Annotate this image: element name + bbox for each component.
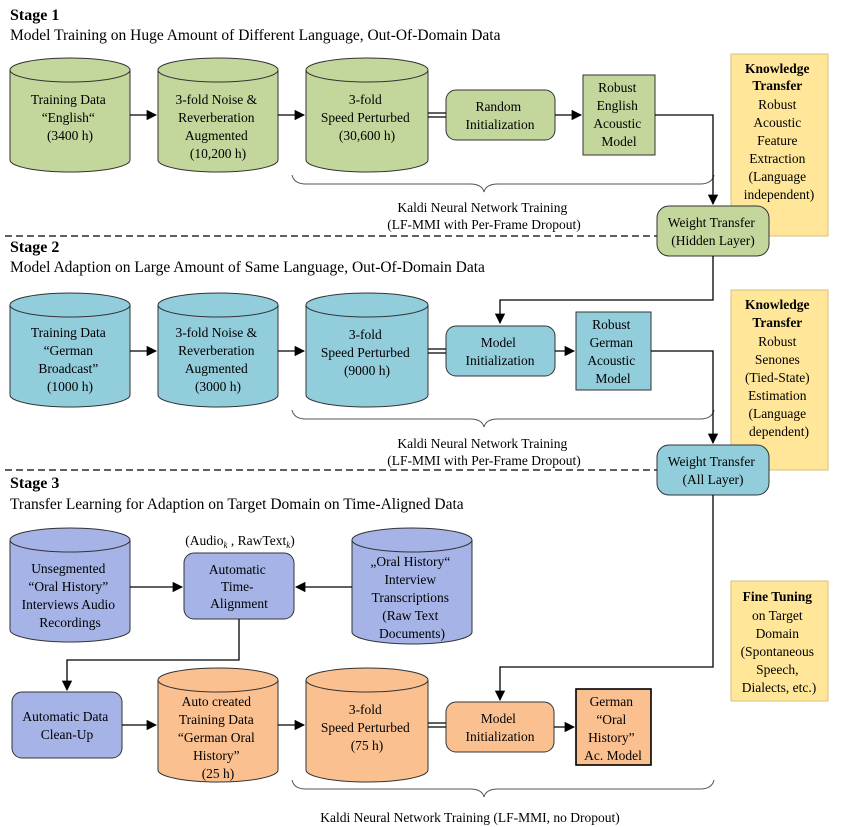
noise-augmented-cylinder-1: 3-fold Noise & Reverberation Augmented (…: [157, 57, 279, 173]
kaldi-note-3: Kaldi Neural Network Training (LF-MMI, n…: [320, 810, 620, 825]
kaldi-note-1: Kaldi Neural Network Training (LF-MMI wi…: [387, 200, 581, 232]
stage-3-subtitle: Transfer Learning for Adaption on Target…: [10, 496, 464, 513]
weight-transfer-all-box: Weight Transfer (All Layer): [656, 444, 770, 496]
alignment-input-label: (Audiok , RawTextk): [185, 533, 294, 550]
model-initialization-box-2: Model Initialization: [445, 325, 556, 377]
model-initialization-box-3: Model Initialization: [445, 701, 555, 753]
side-note-3: Fine Tuning on Target Domain (Spontaneou…: [741, 589, 818, 695]
side-note-2: Knowledge Transfer Robust Senones (Tied-…: [745, 297, 813, 439]
double-line-s1-speed-to-init: [428, 112, 446, 118]
arrow-s1-model-to-weight-transfer: [655, 114, 719, 206]
stage-1-subtitle: Model Training on Huge Amount of Differe…: [10, 27, 501, 44]
svg-text:Automatic Time- Al: Automatic Time- Alignment: [209, 562, 269, 611]
side-note-3-box: [730, 580, 829, 702]
training-data-english-cylinder: Training Data “English“ (3400 h): [9, 57, 131, 173]
robust-german-acoustic-model-box: Robust German Acoustic Model: [575, 311, 652, 391]
svg-text:„Oral History“ Interview: „Oral History“ Interview Transcriptions …: [370, 554, 453, 641]
double-line-s3-speed-to-init: [428, 722, 446, 728]
svg-text:Weight Transfer (All Lay: Weight Transfer (All Layer): [668, 454, 758, 487]
svg-text:3-fold Speed Perturbed: 3-fold Speed Perturbed (9000 h): [321, 327, 413, 378]
german-oral-history-model-box: German “Oral History” Ac. Model: [575, 688, 652, 766]
svg-text:3-fold Speed Perturbed: 3-fold Speed Perturbed (75 h): [321, 702, 413, 753]
oral-history-transcriptions-cylinder: „Oral History“ Interview Transcriptions …: [351, 527, 473, 645]
svg-text:3-fold Noise & Reverbera: 3-fold Noise & Reverberation Augmented (…: [175, 92, 260, 161]
svg-text:Model Initialization: Model Initialization: [466, 335, 535, 368]
svg-text:Automatic Data Clean-Up: Automatic Data Clean-Up: [22, 709, 111, 742]
speed-perturbed-cylinder-1: 3-fold Speed Perturbed (30,600 h): [305, 57, 429, 173]
svg-text:Model Initialization: Model Initialization: [466, 711, 535, 744]
kaldi-brace-3: [291, 779, 715, 798]
svg-text:3-fold Speed Perturbed: 3-fold Speed Perturbed (30,600 h): [321, 92, 413, 143]
kaldi-note-2: Kaldi Neural Network Training (LF-MMI wi…: [387, 436, 581, 468]
svg-text:Weight Transfer (Hidden: Weight Transfer (Hidden Layer): [668, 215, 758, 248]
arrow-wt1-to-s2-init: [494, 256, 714, 325]
svg-text:German “Oral Histo: German “Oral History” Ac. Model: [584, 694, 642, 763]
random-initialization-box: Random Initialization: [445, 89, 556, 141]
auto-created-training-data-cylinder: Auto created Training Data “German Oral …: [157, 667, 279, 783]
side-note-1: Knowledge Transfer Robust Acoustic Featu…: [744, 61, 814, 202]
svg-text:Training Data “English“: Training Data “English“ (3400 h): [31, 92, 109, 143]
svg-text:3-fold Noise & Reverbera: 3-fold Noise & Reverberation Augmented (…: [175, 325, 260, 394]
stage-2-subtitle: Model Adaption on Large Amount of Same L…: [10, 259, 485, 276]
speed-perturbed-cylinder-3: 3-fold Speed Perturbed (75 h): [305, 667, 429, 783]
arrow-s3-align-to-cleanup: [61, 619, 240, 692]
arrow-s2-model-to-weight-transfer: [651, 350, 719, 445]
svg-text:Random Initialization: Random Initialization: [466, 99, 535, 132]
automatic-time-alignment-box: Automatic Time- Alignment: [183, 552, 295, 620]
stage-3-title: Stage 3: [10, 475, 59, 492]
weight-transfer-hidden-box: Weight Transfer (Hidden Layer): [656, 205, 770, 257]
svg-text:Unsegmented “Oral Histor: Unsegmented “Oral History” Interviews Au…: [22, 561, 119, 630]
side-note-2-box: [730, 289, 829, 471]
unsegmented-recordings-cylinder: Unsegmented “Oral History” Interviews Au…: [9, 527, 131, 643]
robust-english-acoustic-model-box: Robust English Acoustic Model: [582, 74, 656, 156]
svg-text:Auto created Training Da: Auto created Training Data “German Oral …: [178, 694, 258, 781]
arrow-wt2-to-s3-init: [494, 495, 714, 702]
training-data-german-broadcast-cylinder: Training Data “German Broadcast” (1000 h…: [9, 292, 131, 408]
stage-1-title: Stage 1: [10, 7, 59, 24]
svg-text:Robust English Aco: Robust English Acoustic Model: [593, 80, 644, 149]
double-line-s2-speed-to-init: [428, 348, 446, 354]
kaldi-brace-2: [291, 409, 715, 428]
svg-text:Training Data “German: Training Data “German Broadcast” (1000 h…: [31, 325, 109, 394]
svg-text:Robust German Acou: Robust German Acoustic Model: [587, 317, 638, 386]
speed-perturbed-cylinder-2: 3-fold Speed Perturbed (9000 h): [305, 292, 429, 408]
automatic-data-clean-up-box: Automatic Data Clean-Up: [11, 691, 123, 759]
noise-augmented-cylinder-2: 3-fold Noise & Reverberation Augmented (…: [157, 292, 279, 408]
side-note-1-box: [730, 53, 829, 237]
stage-2-title: Stage 2: [10, 239, 59, 256]
kaldi-brace-1: [291, 174, 715, 193]
